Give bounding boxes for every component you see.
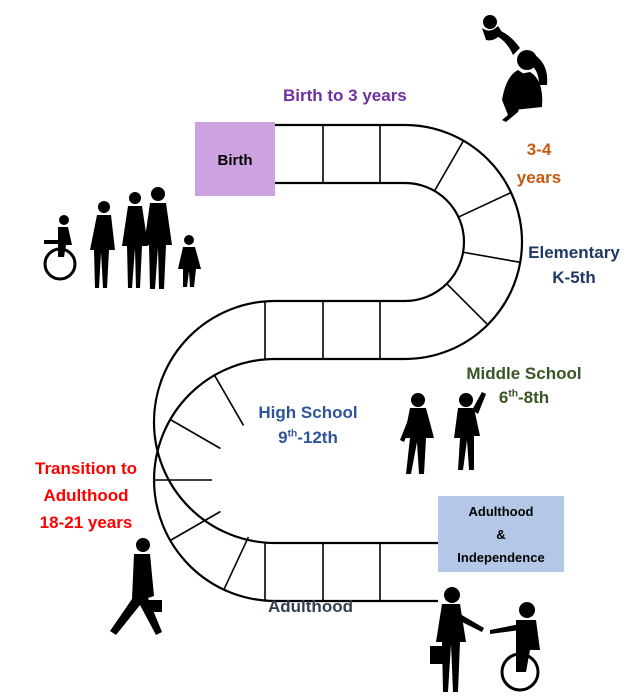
- label-middle-school-line1: Middle School: [466, 364, 582, 383]
- label-high-school: High School 9th-12th: [244, 400, 372, 450]
- road-curve-divider: [433, 140, 465, 192]
- handshake-with-wheelchair-user-silhouette-icon: [430, 587, 540, 692]
- adulthood-box-line3: Independence: [457, 550, 544, 565]
- label-age-3-4: 3-4 years: [508, 136, 570, 192]
- road-curve-divider: [446, 283, 489, 326]
- road-curve-divider: [169, 510, 221, 542]
- label-age-3-4-line2: years: [516, 168, 562, 187]
- label-elementary: Elementary K-5th: [518, 240, 630, 290]
- label-high-school-line1: High School: [258, 403, 358, 422]
- label-transition-line2: Adulthood: [43, 486, 129, 505]
- road-inner-edge: [152, 181, 466, 545]
- label-elementary-line2: K-5th: [552, 268, 596, 287]
- mother-holding-baby-silhouette-icon: [482, 15, 548, 122]
- label-transition: Transition to Adulthood 18-21 years: [18, 455, 154, 536]
- label-age-3-4-line1: 3-4: [526, 140, 552, 159]
- winding-road: [152, 123, 524, 603]
- road-curve-divider: [213, 374, 245, 426]
- birth-box: [195, 122, 275, 196]
- adulthood-box-line2: &: [496, 527, 505, 542]
- label-elementary-line1: Elementary: [528, 243, 620, 262]
- road-squares: [154, 125, 521, 601]
- road-outer-edge: [152, 123, 524, 603]
- birth-box-label: Birth: [218, 152, 253, 169]
- adulthood-box: [438, 496, 564, 572]
- businessman-walking-silhouette-icon: [110, 538, 162, 635]
- label-adulthood: Adulthood: [268, 597, 353, 616]
- road-curve-divider: [223, 536, 250, 591]
- label-transition-line3: 18-21 years: [39, 513, 133, 532]
- dancing-children-silhouette-icon: [400, 392, 486, 474]
- label-transition-line1: Transition to: [35, 459, 137, 478]
- label-birth-to-3: Birth to 3 years: [283, 86, 407, 105]
- label-high-school-line2: 9th-12th: [278, 428, 338, 447]
- road-curve-divider: [169, 418, 221, 450]
- adulthood-box-line1: Adulthood: [469, 504, 534, 519]
- label-middle-school: Middle School 6th-8th: [458, 362, 590, 410]
- label-middle-school-line2: 6th-8th: [498, 388, 550, 407]
- road-curve-divider: [462, 251, 521, 264]
- road-curve-divider: [458, 191, 512, 218]
- family-with-wheelchair-silhouette-icon: [43, 187, 201, 289]
